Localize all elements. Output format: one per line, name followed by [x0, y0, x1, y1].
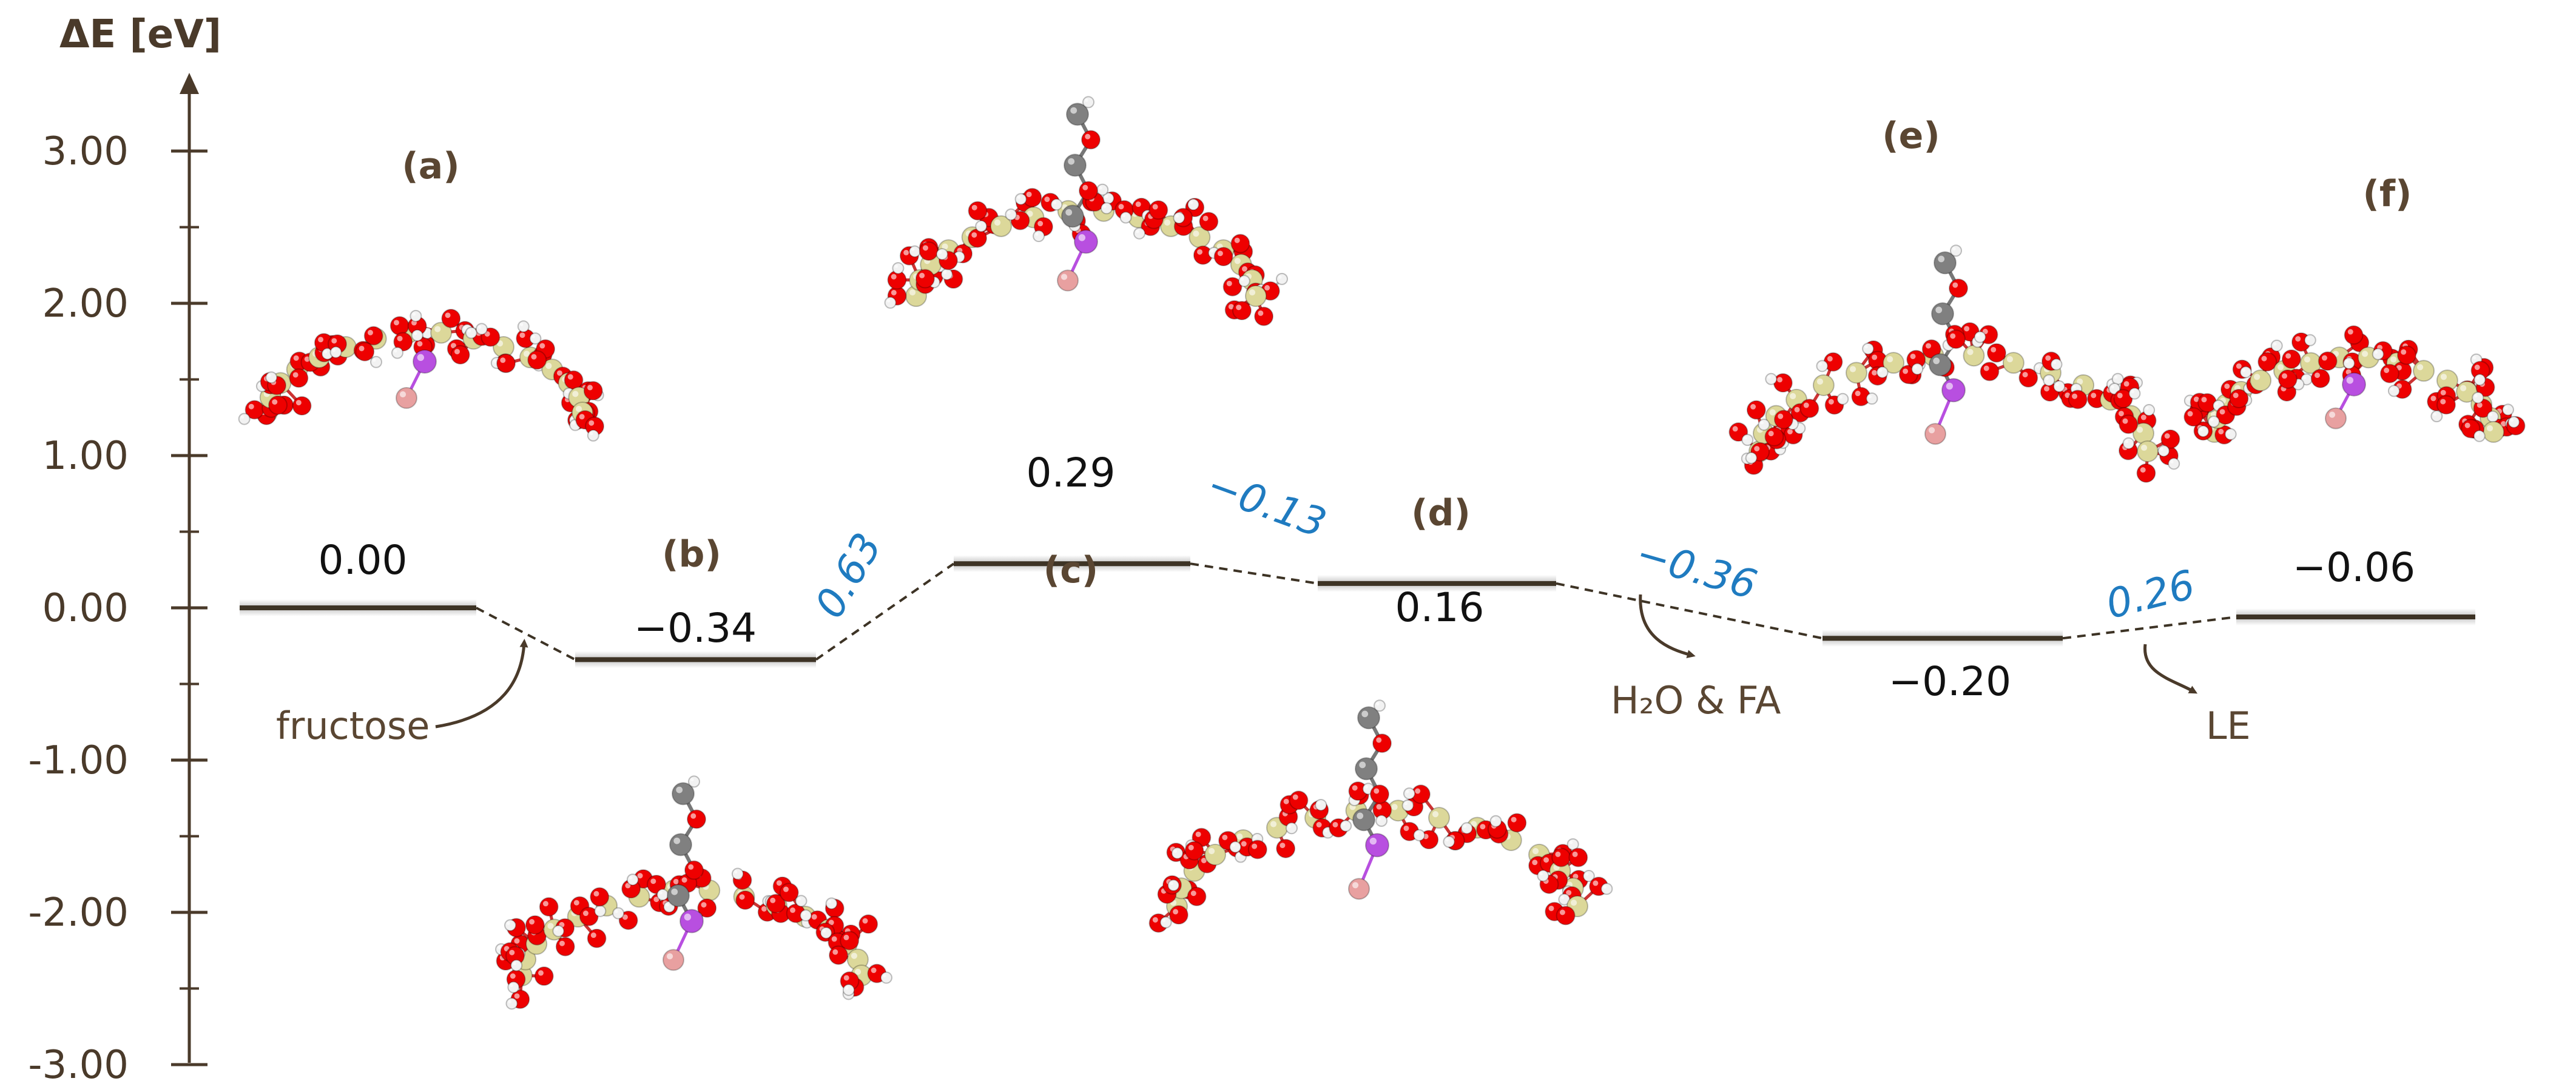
transition-connectors	[476, 562, 2237, 661]
tick-label: 1.00	[42, 434, 129, 479]
delta-label-e-f: 0.26	[2102, 561, 2199, 628]
energy-label-f: −0.06	[2293, 544, 2415, 591]
energy-label-a: 0.00	[319, 537, 408, 584]
tick-label: 0.00	[42, 586, 129, 631]
molecule-b	[495, 775, 892, 1010]
connector-c-d	[1190, 562, 1318, 585]
molecule-f	[2183, 325, 2526, 445]
axis-title: ΔE [eV]	[59, 12, 221, 57]
state-label-f: (f)	[2363, 173, 2412, 215]
delta-label-c-d: −0.13	[1201, 461, 1332, 547]
molecule-d	[1148, 699, 1613, 933]
y-ticks: 3.00 2.00 1.00 0.00 -1.00 -2.00 -3.00	[28, 129, 207, 1081]
molecular-structures	[238, 96, 2526, 1010]
state-label-d: (d)	[1411, 492, 1471, 534]
tick-label: -3.00	[28, 1043, 129, 1081]
molecule-a	[238, 308, 605, 442]
molecule-e	[1728, 244, 2180, 483]
le-label: LE	[2206, 704, 2251, 748]
state-label-c: (c)	[1044, 549, 1098, 591]
delta-label-d-e: −0.36	[1631, 530, 1762, 608]
energy-levels	[240, 555, 2475, 668]
connector-a-b	[476, 607, 576, 661]
state-label-b: (b)	[662, 533, 721, 576]
connector-d-e	[1556, 582, 1823, 640]
energy-label-d: 0.16	[1395, 584, 1485, 631]
tick-label: 3.00	[42, 129, 129, 174]
delta-label-b-c: 0.63	[806, 525, 891, 626]
tick-label: -1.00	[28, 738, 129, 783]
tick-label: -2.00	[28, 891, 129, 935]
state-label-a: (a)	[402, 145, 459, 187]
energy-label-c: 0.29	[1027, 450, 1116, 496]
fructose-arrow	[435, 639, 528, 729]
fructose-label: fructose	[276, 704, 430, 748]
energy-label-b: −0.34	[634, 605, 757, 652]
le-arrow	[2143, 644, 2198, 694]
y-axis: ΔE [eV] 3.00 2.00 1.00 0.00 -1.00 -2.00 -3.00	[28, 12, 221, 1081]
h2o-fa-arrow	[1639, 594, 1696, 658]
state-label-e: (e)	[1882, 115, 1940, 157]
energy-label-e: −0.20	[1889, 658, 2011, 705]
connector-e-f	[2062, 616, 2237, 640]
y-axis-arrow	[180, 73, 199, 94]
molecule-c	[884, 96, 1288, 326]
h2o-fa-label: H₂O & FA	[1611, 678, 1781, 722]
tick-label: 2.00	[42, 281, 129, 326]
